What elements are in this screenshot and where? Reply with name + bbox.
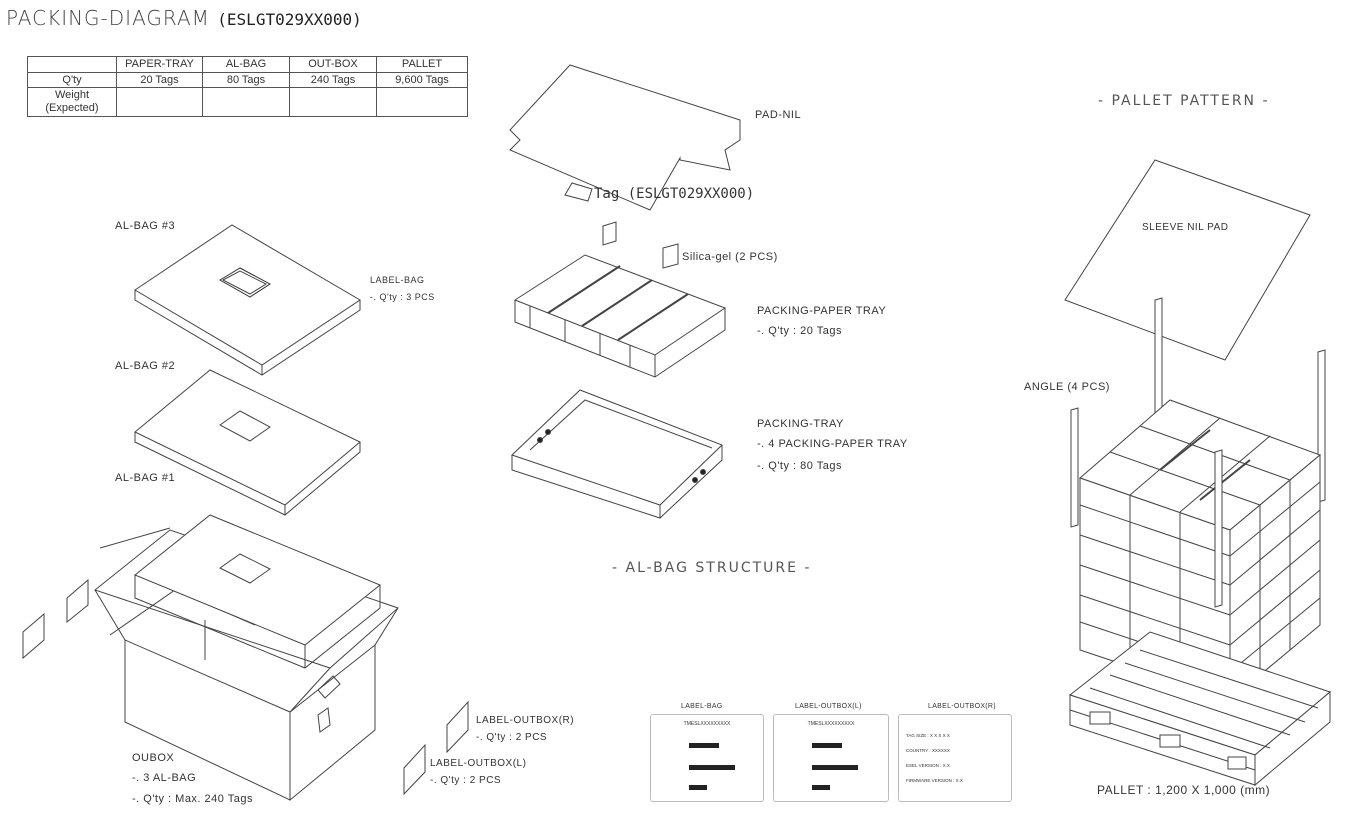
tag-drawing xyxy=(564,182,679,269)
barcode xyxy=(812,743,842,748)
packing-tray-line-1: -. 4 PACKING-PAPER TRAY xyxy=(757,438,908,450)
paper-tray-drawing xyxy=(513,254,727,378)
packing-tray-drawing xyxy=(511,389,723,519)
al-bag-2-drawing xyxy=(134,369,361,516)
sleeve-nil-pad-drawing xyxy=(1064,159,1311,361)
label-outbox-r-line: TAG SIZE : X X X X X xyxy=(906,733,950,738)
packing-tray-label: PACKING-TRAY xyxy=(757,418,844,430)
packing-tray-line-2: -. Q'ty : 80 Tags xyxy=(757,460,842,472)
label-bag-card-title: LABEL-BAG xyxy=(681,703,723,710)
table-header-cell: PALLET xyxy=(376,56,468,73)
barcode xyxy=(689,765,735,770)
barcode xyxy=(812,765,858,770)
barcode xyxy=(812,785,830,790)
table-row: Q'ty 20 Tags 80 Tags 240 Tags 9,600 Tags xyxy=(27,72,468,88)
paper-tray-label: PACKING-PAPER TRAY xyxy=(757,305,887,317)
outbox-line-2: -. Q'ty : Max. 240 Tags xyxy=(132,793,253,805)
table-row: Weight (Expected) xyxy=(27,87,468,117)
al-bag-1-label: AL-BAG #1 xyxy=(115,472,176,484)
table-cell xyxy=(376,87,468,117)
label-outbox-r-line: ESEL VERSION : X.X xyxy=(906,763,950,768)
label-outbox-r-qty: -. Q'ty : 2 PCS xyxy=(476,732,548,743)
label-outbox-r-line: FIRMWARE VERSION : X.X xyxy=(906,778,963,783)
al-bag-3-drawing xyxy=(134,224,361,376)
quantity-table: PAPER-TRAY AL-BAG OUT-BOX PALLET Q'ty 20… xyxy=(27,56,468,117)
outbox-title: OUBOX xyxy=(132,752,175,764)
barcode xyxy=(689,785,707,790)
table-cell: 20 Tags xyxy=(116,72,203,88)
pallet-size-label: PALLET : 1,200 X 1,000 (mm) xyxy=(1097,783,1271,797)
box-stack-drawing xyxy=(1079,399,1321,702)
silica-gel-label: Silica-gel (2 PCS) xyxy=(682,251,778,263)
label-outbox-r-card-title: LABEL-OUTBOX(R) xyxy=(928,703,996,710)
al-bag-structure-title: - AL-BAG STRUCTURE - xyxy=(612,560,812,576)
diagram-code: (ESLGT029XX000) xyxy=(217,10,362,29)
paper-tray-qty: -. Q'ty : 20 Tags xyxy=(757,325,842,337)
label-outbox-l-card-header: TMESLXXXXXXXXX xyxy=(807,721,855,727)
label-outbox-r-title: LABEL-OUTBOX(R) xyxy=(476,715,575,726)
label-outbox-r-line: COUNTRY : XXXXXX xyxy=(906,748,950,753)
pad-nil-label: PAD-NIL xyxy=(755,109,802,121)
label-outbox-r-card: TAG SIZE : X X X X X COUNTRY : XXXXXX ES… xyxy=(898,714,1012,802)
label-outbox-sheets xyxy=(403,700,469,796)
table-cell: Weight (Expected) xyxy=(27,87,117,117)
outbox-line-1: -. 3 AL-BAG xyxy=(132,772,197,784)
pallet-pattern-title: - PALLET PATTERN - xyxy=(1098,93,1270,109)
barcode xyxy=(689,743,719,748)
label-bag-card-header: TMESLXXXXXXXXX xyxy=(683,721,731,727)
label-outbox-l-title: LABEL-OUTBOX(L) xyxy=(430,758,527,769)
table-cell xyxy=(289,87,377,117)
pallet-drawing xyxy=(1068,631,1332,787)
al-bag-3-label: AL-BAG #3 xyxy=(115,220,176,232)
sleeve-nil-pad-label: SLEEVE NIL PAD xyxy=(1142,222,1229,233)
label-outbox-l-card-title: LABEL-OUTBOX(L) xyxy=(795,703,862,710)
pad-nil-drawing xyxy=(509,64,741,211)
table-cell xyxy=(116,87,203,117)
label-outbox-l-qty: -. Q'ty : 2 PCS xyxy=(430,775,502,786)
label-bag-qty: -. Q'ty : 3 PCS xyxy=(370,292,435,302)
table-header-row: PAPER-TRAY AL-BAG OUT-BOX PALLET xyxy=(27,56,468,73)
table-cell xyxy=(202,87,290,117)
tag-label: Tag (ESLGT029XX000) xyxy=(594,186,755,202)
al-bag-2-label: AL-BAG #2 xyxy=(115,360,176,372)
page-title: PACKING-DIAGRAM (ESLGT029XX000) xyxy=(6,6,362,30)
label-bag-card: TMESLXXXXXXXXX xyxy=(650,714,764,802)
angle-label: ANGLE (4 PCS) xyxy=(1024,381,1110,393)
diagram-title: PACKING-DIAGRAM xyxy=(6,6,210,30)
label-outbox-l-card: TMESLXXXXXXXXX xyxy=(773,714,889,802)
label-bag-title: LABEL-BAG xyxy=(370,275,425,285)
outbox-drawing xyxy=(22,514,399,802)
